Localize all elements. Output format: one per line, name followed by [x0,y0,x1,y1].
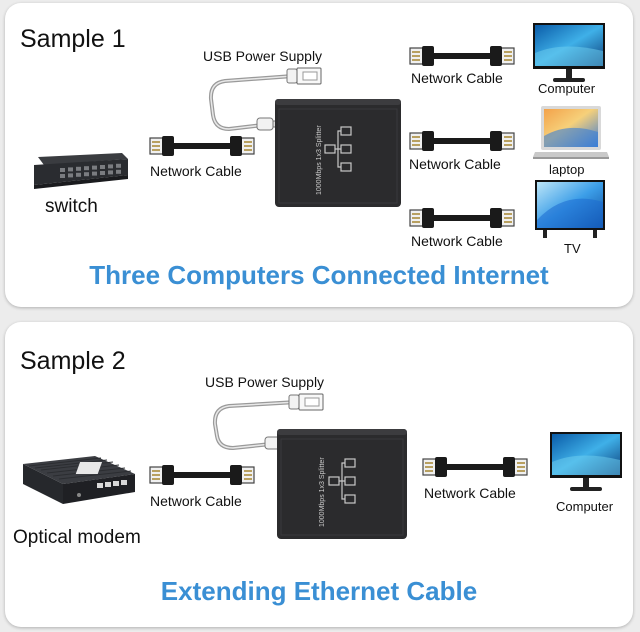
sample-2-panel: Sample 2 USB Power Supply Optical modem [5,322,633,627]
splitter-model-text: 1000Mbps 1x3 Splitter [316,125,323,195]
computer-label: Computer [538,81,596,96]
optical-modem-label: Optical modem [13,527,141,548]
output-network-cable-label-2: Network Cable [409,156,501,172]
usb-power-cable [208,74,294,132]
network-cable-icon [422,457,528,477]
computer-label: Computer [556,499,614,514]
optical-modem-icon [23,456,135,504]
tv-label: TV [564,241,581,256]
laptop-label: laptop [549,162,585,177]
sample-1-headline: Three Computers Connected Internet [89,260,549,290]
tv-icon [535,180,605,238]
computer-monitor-icon [550,432,622,491]
network-cable-icon [409,46,515,66]
sample-1-title: Sample 1 [20,25,126,53]
usb-power-supply-label: USB Power Supply [203,48,323,64]
switch-label: switch [45,196,98,217]
computer-monitor-icon [533,23,605,82]
network-cable-icon [149,136,255,156]
network-switch-icon [34,153,128,189]
usb-power-cable [212,400,298,451]
laptop-icon [533,106,609,159]
output-network-cable-label-3: Network Cable [411,233,503,249]
sample-2-headline: Extending Ethernet Cable [160,576,478,606]
input-network-cable-label: Network Cable [150,493,242,509]
splitter-model-text: 1000Mbps 1x3 Splitter [319,457,326,527]
sample-1-panel: Sample 1 USB Power Supply switch [5,3,633,307]
ethernet-splitter-icon: 1000Mbps 1x3 Splitter [277,429,407,539]
usb-plug-icon [286,67,322,85]
network-cable-icon [409,208,515,228]
output-network-cable-label: Network Cable [424,485,516,501]
input-network-cable-label: Network Cable [150,163,242,179]
usb-plug-icon [288,393,324,411]
output-network-cable-label-1: Network Cable [411,70,503,86]
usb-power-supply-label: USB Power Supply [205,374,325,390]
ethernet-splitter-icon: 1000Mbps 1x3 Splitter [275,99,401,207]
network-cable-icon [149,465,255,485]
network-cable-icon [409,131,515,151]
sample-2-title: Sample 2 [20,347,126,375]
